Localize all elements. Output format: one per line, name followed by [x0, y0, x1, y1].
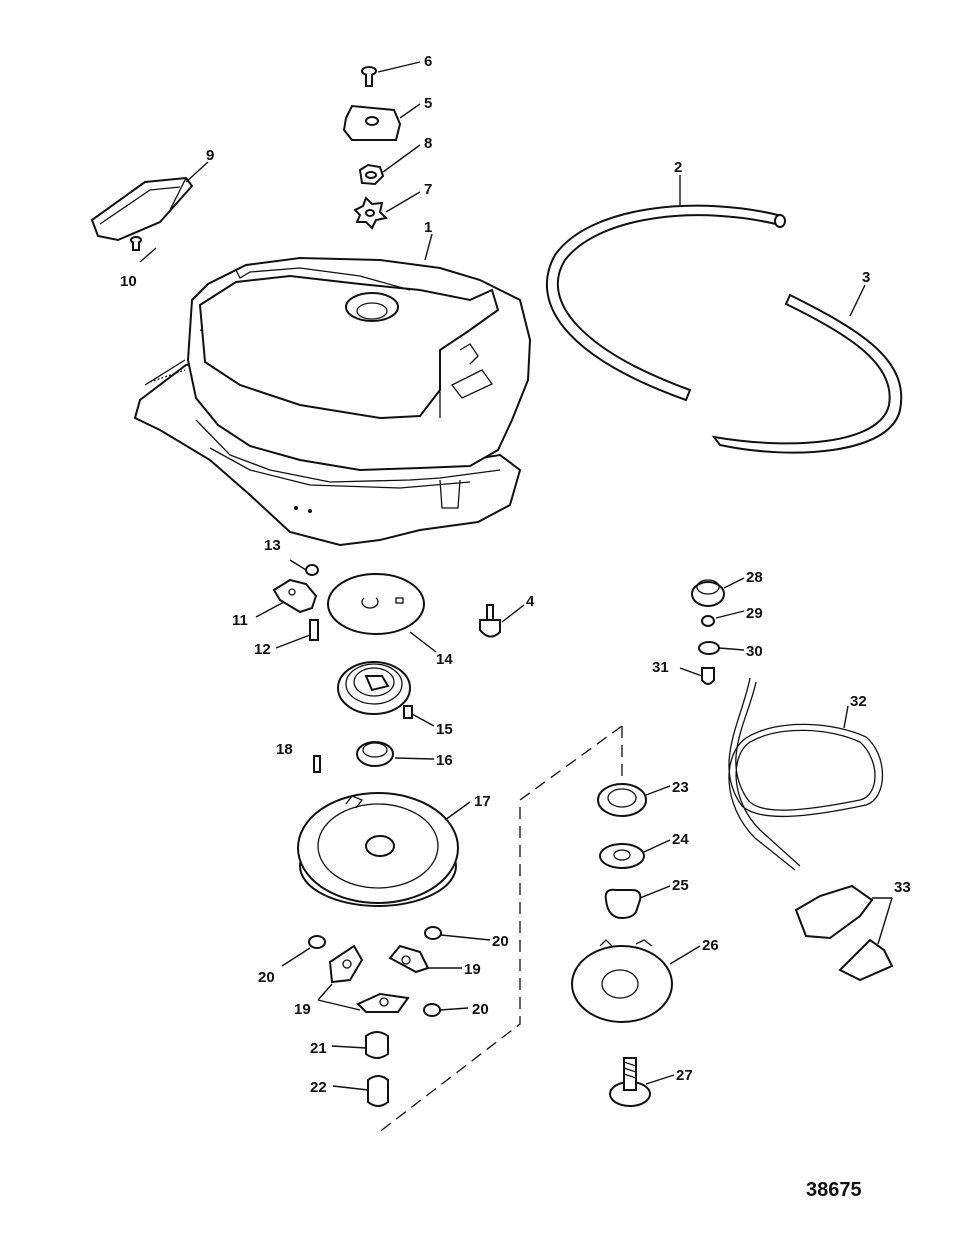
callout-23: 23 — [672, 779, 689, 796]
part-3-hose — [711, 293, 903, 454]
part-12-screw — [309, 619, 319, 641]
part-2-hose — [546, 204, 786, 402]
part-7-star-washer — [353, 196, 389, 230]
callout-33: 33 — [894, 879, 911, 896]
part-23-washer — [597, 783, 647, 817]
part-17-pulley — [297, 792, 459, 907]
part-15-spring — [337, 661, 413, 719]
callout-28: 28 — [746, 569, 763, 586]
part-22-bushing — [367, 1075, 389, 1107]
callout-27: 27 — [676, 1067, 693, 1084]
part-11-bracket — [272, 578, 318, 614]
part-20-washer-c — [423, 1003, 441, 1017]
part-21-bushing — [365, 1031, 389, 1059]
callout-20c: 20 — [472, 1001, 489, 1018]
callout-6: 6 — [424, 53, 432, 70]
callout-labels: 1 2 3 4 5 6 7 8 9 10 11 12 13 14 15 16 1… — [120, 53, 911, 1096]
callout-30: 30 — [746, 643, 763, 660]
callout-11: 11 — [232, 612, 248, 629]
callout-31: 31 — [652, 659, 669, 676]
part-20-washer-b — [308, 935, 326, 949]
part-27-bolt — [609, 1057, 651, 1107]
part-31-screw — [701, 667, 715, 685]
callout-2: 2 — [674, 159, 682, 176]
part-19-pawl-a — [328, 944, 364, 984]
part-4-mount — [479, 604, 501, 638]
callout-21: 21 — [310, 1040, 327, 1057]
callout-20b: 20 — [258, 969, 275, 986]
figure-number: 38675 — [806, 1179, 862, 1201]
part-24-washer — [599, 843, 645, 869]
callout-22: 22 — [310, 1079, 327, 1096]
callout-10: 10 — [120, 273, 137, 290]
part-8-nut — [358, 163, 385, 186]
part-26-retainer — [571, 939, 673, 1023]
callout-19a: 19 — [294, 1001, 311, 1018]
callout-9: 9 — [206, 147, 214, 164]
callout-26: 26 — [702, 937, 719, 954]
callout-5: 5 — [424, 95, 432, 112]
callout-8: 8 — [424, 135, 432, 152]
callout-32: 32 — [850, 693, 867, 710]
leader-lines — [139, 61, 893, 1091]
part-29-spacer — [701, 615, 715, 627]
callout-12: 12 — [254, 641, 271, 658]
part-25-clip — [604, 888, 642, 920]
part-16-bushing — [356, 741, 394, 767]
part-33-handle — [794, 884, 894, 982]
callout-29: 29 — [746, 605, 763, 622]
part-30-washer — [698, 641, 720, 655]
callout-1: 1 — [424, 219, 432, 236]
part-9-pad — [90, 176, 194, 242]
callout-3: 3 — [862, 269, 870, 286]
part-18-pin — [313, 755, 321, 773]
part-1-cover — [133, 256, 532, 547]
callout-24: 24 — [672, 831, 689, 848]
callout-13: 13 — [264, 537, 281, 554]
part-13-nut — [305, 564, 319, 576]
part-6-screw — [361, 66, 377, 87]
callout-19b: 19 — [464, 961, 481, 978]
callout-16: 16 — [436, 752, 453, 769]
part-5-knob — [342, 104, 402, 141]
callout-17: 17 — [474, 793, 491, 810]
part-28-grommet — [691, 579, 725, 607]
callout-20a: 20 — [492, 933, 509, 950]
callout-18: 18 — [276, 741, 293, 758]
callout-14: 14 — [436, 651, 453, 668]
part-10-screw — [130, 236, 142, 251]
callout-7: 7 — [424, 181, 432, 198]
part-19-pawl-c — [356, 992, 410, 1013]
dashed-connection-line — [377, 725, 623, 1134]
part-20-washer-a — [424, 926, 442, 940]
part-32-cord — [728, 677, 884, 871]
callout-25: 25 — [672, 877, 689, 894]
callout-4: 4 — [526, 593, 535, 610]
part-14-plate — [327, 573, 425, 635]
callout-15: 15 — [436, 721, 453, 738]
part-19-pawl-b — [388, 944, 430, 974]
